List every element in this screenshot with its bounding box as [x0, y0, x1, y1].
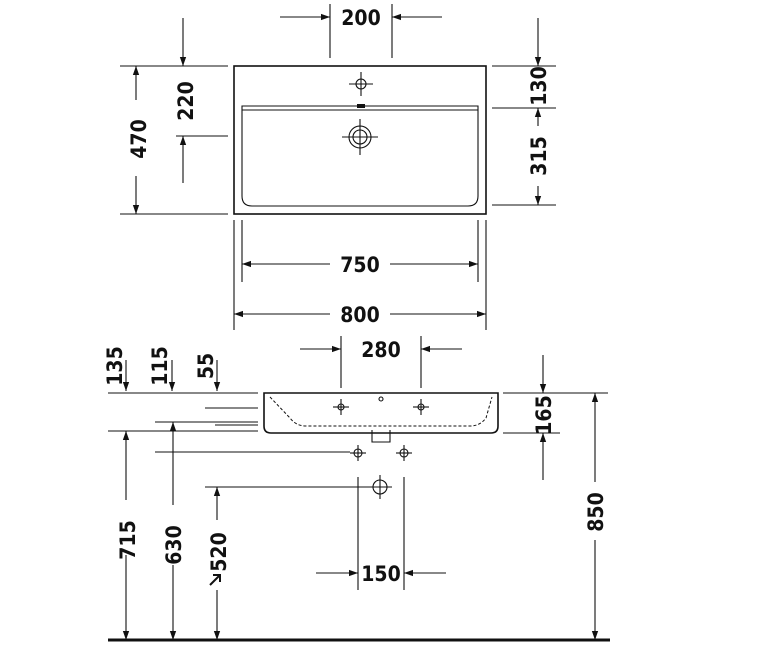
dim-depth-total: 470 [127, 119, 151, 158]
plan-view: 200 220 470 130 315 750 800 [120, 4, 556, 330]
waste-outlet-icon [368, 475, 392, 499]
dim-supply-spacing: 150 [361, 562, 400, 586]
drain-icon [342, 119, 378, 155]
dim-floor-to-top: 850 [584, 492, 608, 531]
dim-520: 520 [207, 532, 231, 571]
dim-overall-width: 800 [340, 303, 379, 327]
supply-left-icon [350, 445, 366, 461]
dim-55: 55 [194, 353, 218, 379]
dim-630: 630 [162, 525, 186, 564]
dim-715: 715 [116, 520, 140, 559]
dim-115: 115 [148, 346, 172, 385]
basin-bowl [241, 105, 479, 207]
dim-bowl-width: 750 [340, 253, 379, 277]
dim-basin-height: 165 [532, 395, 556, 434]
dim-tap-to-edge: 220 [174, 81, 198, 120]
tap-hole-right-icon [413, 399, 429, 415]
tap-hole-left-icon [333, 399, 349, 415]
overflow-slot-icon [357, 104, 365, 108]
dim-tap-to-back: 130 [527, 66, 551, 105]
basin-side-profile [263, 392, 499, 434]
supply-right-icon [396, 445, 412, 461]
dim-135: 135 [103, 346, 127, 385]
elevation-view: 280 135 115 55 [103, 336, 610, 642]
dim-tap-spacing: 200 [341, 6, 380, 30]
basin-outline [233, 65, 487, 215]
dim-tap-holes-spacing: 280 [361, 338, 400, 362]
overflow-mark-icon [378, 396, 384, 402]
diagonal-arrow-icon [209, 574, 221, 586]
tap-hole-icon [349, 72, 373, 96]
dim-bowl-depth: 315 [527, 136, 551, 175]
